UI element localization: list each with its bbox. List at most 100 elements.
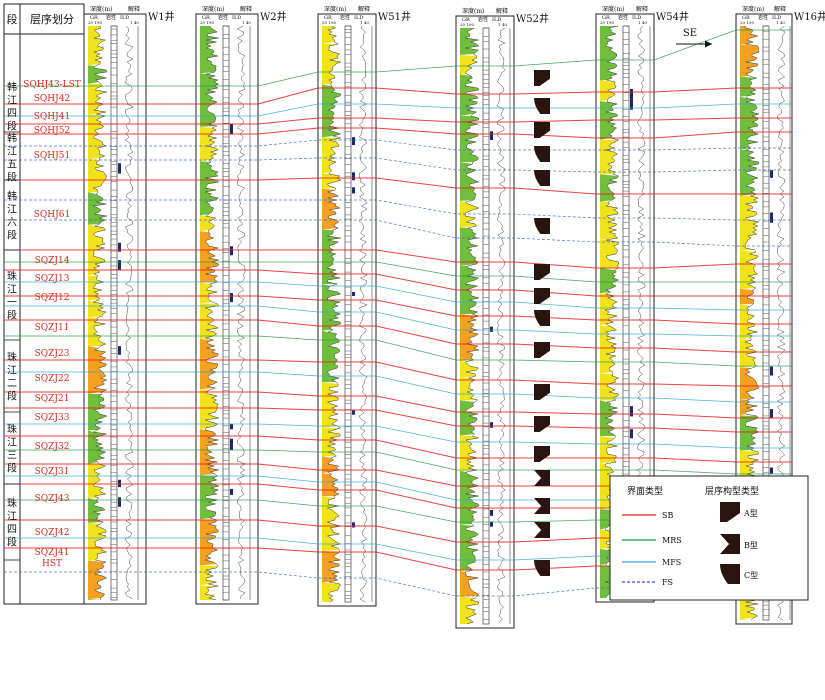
- formation-char: 珠: [7, 351, 17, 364]
- pattern-symbol-C: [534, 170, 550, 186]
- interp-block: [770, 212, 773, 219]
- surface-line-sb: [4, 269, 792, 297]
- formation-char: 二: [7, 379, 17, 390]
- formation-char: 江: [7, 511, 17, 523]
- gr-fill: [600, 26, 619, 81]
- gr-fill: [740, 195, 759, 251]
- surface-line-sb: [4, 87, 792, 105]
- gr-fill: [88, 26, 106, 66]
- gr-fill: [200, 565, 218, 586]
- surface-line-mfs: [4, 103, 792, 117]
- gr-fill: [600, 373, 619, 401]
- legend-pattern-label: A型: [743, 509, 758, 518]
- well-name: W54井: [656, 10, 689, 23]
- sequence-label: SQHJ52: [34, 126, 70, 136]
- direction-indicator: SE: [676, 28, 712, 48]
- well-gr-range: 20 190: [200, 20, 214, 25]
- gr-fill: [322, 173, 341, 189]
- gr-fill: [322, 229, 341, 285]
- gr-fill: [740, 367, 759, 400]
- interp-block: [630, 406, 633, 417]
- interp-block: [352, 137, 355, 146]
- interp-block: [630, 89, 633, 101]
- formation-char: 韩: [7, 81, 17, 94]
- gr-fill: [88, 599, 101, 600]
- sequence-label: SQHJ61: [34, 210, 70, 220]
- formation-label: 韩江六段: [7, 190, 17, 242]
- surface-line-sb: [4, 127, 792, 139]
- well-name: W51井: [378, 10, 411, 23]
- surface-line-mfs: [4, 371, 792, 403]
- sequence-labels: SQHJ43-LSTSQHJ42SQHJ41SQHJ52SQHJ51SQHJ61…: [23, 80, 81, 569]
- legend-surface-label: MFS: [662, 558, 681, 567]
- gr-fill: [740, 26, 758, 45]
- interp-block: [630, 429, 633, 435]
- gr-fill: [460, 115, 479, 163]
- well-ild-label: ILD: [772, 15, 781, 21]
- pattern-symbol-A: [534, 416, 550, 432]
- gr-fill: [200, 26, 219, 74]
- pattern-symbol-A: [534, 264, 550, 280]
- gr-fill: [200, 215, 216, 232]
- surface-line-sb: [4, 295, 792, 325]
- well-gr-range: 20 190: [322, 20, 336, 25]
- well-ild-label: ILD: [232, 15, 241, 21]
- pattern-symbol-B: [534, 470, 550, 486]
- surface-line-mfs: [4, 281, 792, 311]
- interp-block: [352, 522, 355, 528]
- surface-line-sb: [4, 177, 792, 195]
- gr-fill: [460, 28, 479, 55]
- interp-block: [770, 409, 773, 419]
- formation-label: 韩江四段: [7, 81, 17, 133]
- formation-char: 江: [7, 95, 17, 107]
- ild-curve: [124, 25, 134, 600]
- formation-char: 段: [7, 390, 17, 403]
- pattern-symbol-A: [534, 70, 550, 86]
- gr-fill: [600, 139, 619, 175]
- legend-pattern-2: [720, 534, 740, 554]
- gr-fill: [200, 282, 218, 304]
- gr-fill: [600, 80, 617, 102]
- sequence-label: SQZJ11: [35, 323, 70, 333]
- well-ild-range: 1 40: [638, 20, 647, 25]
- gr-fill: [200, 475, 219, 520]
- header-formation: 段: [7, 12, 18, 26]
- gr-fill: [322, 188, 340, 230]
- surface-line-sb: [4, 407, 792, 433]
- legend-surface-label: FS: [662, 578, 673, 587]
- sequence-label: SQZJ22: [35, 374, 70, 384]
- interp-block: [230, 124, 233, 135]
- well-name: W1井: [148, 10, 175, 23]
- lithology-column: [222, 25, 230, 601]
- interp-block: [630, 431, 633, 439]
- surface-line-mrs: [4, 261, 792, 283]
- sequence-label: SQHJ41: [34, 112, 70, 122]
- legend-surface-label: SB: [662, 511, 673, 520]
- surface-line-mfs: [4, 305, 792, 337]
- gr-fill: [460, 200, 479, 228]
- formation-char: 一: [7, 298, 17, 309]
- architecture-patterns: [534, 70, 550, 576]
- formation-char: 段: [7, 309, 17, 322]
- formation-label: 珠江二段: [7, 351, 17, 403]
- formation-char: 段: [7, 462, 17, 475]
- pattern-symbol-C: [534, 218, 550, 234]
- gr-fill: [740, 76, 757, 97]
- formation-char: 四: [7, 109, 17, 120]
- formation-char: 段: [7, 536, 17, 549]
- pattern-symbol-A: [534, 288, 550, 304]
- gr-fill: [200, 126, 218, 162]
- well-interp-label: 解释: [496, 7, 508, 15]
- formation-char: 韩: [7, 190, 17, 203]
- gr-fill: [88, 300, 106, 318]
- interp-block: [230, 488, 233, 495]
- well-name: W2井: [260, 10, 287, 23]
- well-lith-label: 岩性: [340, 14, 350, 21]
- sequence-label: SQZJ21: [35, 394, 70, 404]
- pattern-symbol-A: [534, 446, 550, 462]
- well-gr-range: 20 190: [460, 22, 474, 27]
- gr-curve: [92, 25, 108, 600]
- formation-char: 珠: [7, 497, 17, 510]
